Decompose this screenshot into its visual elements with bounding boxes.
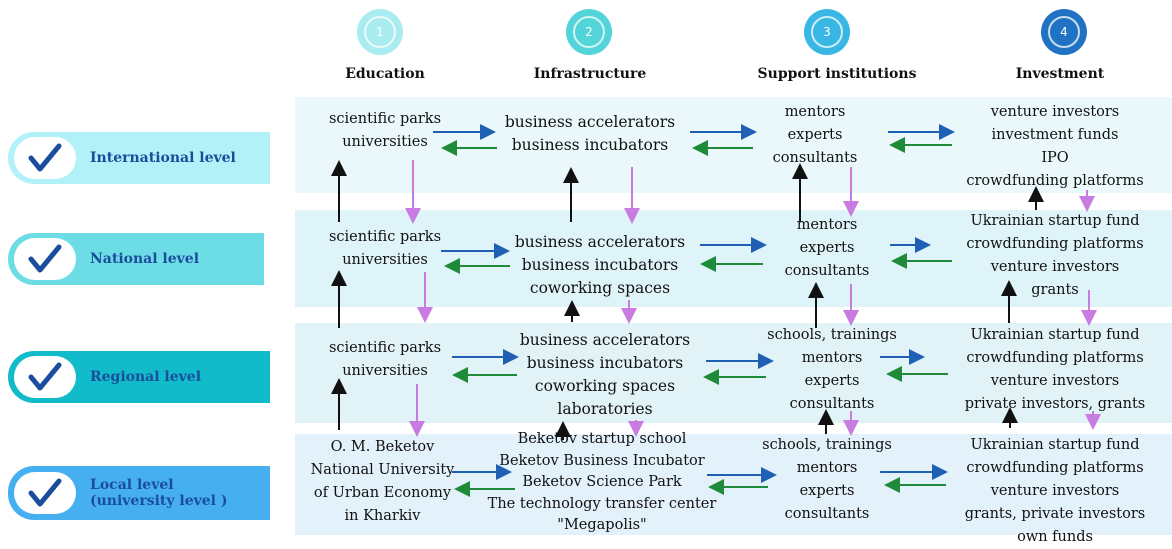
cell-item: scientific parks <box>328 229 442 245</box>
step-3-number: 3 <box>811 16 843 48</box>
step-1-number: 1 <box>364 16 396 48</box>
cell-item: mentors <box>801 350 863 366</box>
level-label: Regional level <box>90 369 202 385</box>
local-investment: Ukrainian startup fund crowdfunding plat… <box>950 434 1160 549</box>
cell-item: experts <box>799 483 855 499</box>
up-arrows <box>331 160 1044 440</box>
intl-investment: venture investors investment funds IPO c… <box>950 101 1160 193</box>
band-national <box>295 210 1172 307</box>
cell-item: venture investors <box>990 104 1120 120</box>
cell-item: The technology transfer center <box>487 495 717 512</box>
cell-item: Ukrainian startup fund <box>970 327 1140 343</box>
header-infrastructure: Infrastructure <box>533 66 647 82</box>
cell-item: scientific parks <box>328 111 442 127</box>
cell-item: venture investors <box>990 483 1120 499</box>
down-arrows <box>405 160 1101 437</box>
cell-item: laboratories <box>557 400 653 418</box>
header-education: Education <box>345 66 425 82</box>
regional-education: scientific parks universities <box>310 337 460 383</box>
cell-item: crowdfunding platforms <box>966 236 1144 252</box>
step-4-number: 4 <box>1048 16 1080 48</box>
step-4-circle: 4 <box>1041 9 1087 55</box>
cell-item: consultants <box>784 506 870 522</box>
check-icon <box>14 238 76 280</box>
cell-item: in Kharkiv <box>344 508 421 524</box>
cell-item: universities <box>342 134 428 150</box>
national-education: scientific parks universities <box>310 226 460 272</box>
cell-item: business accelerators <box>519 331 691 349</box>
cell-item: consultants <box>789 396 875 412</box>
cell-item: IPO <box>1041 150 1069 166</box>
level-regional: Regional level <box>8 351 270 403</box>
step-3-circle: 3 <box>804 9 850 55</box>
cell-item: mentors <box>796 217 858 233</box>
cell-item: venture investors <box>990 373 1120 389</box>
flow-arrows <box>331 124 1101 497</box>
cell-item: crowdfunding platforms <box>966 460 1144 476</box>
level-national: National level <box>8 233 264 285</box>
cell-item: Ukrainian startup fund <box>970 213 1140 229</box>
cell-item: Ukrainian startup fund <box>970 437 1140 453</box>
level-label: International level <box>90 150 236 166</box>
cell-item: mentors <box>796 460 858 476</box>
cell-item: crowdfunding platforms <box>966 173 1144 189</box>
band-local <box>295 434 1172 535</box>
cell-item: universities <box>342 252 428 268</box>
step-2-number: 2 <box>573 16 605 48</box>
cell-item: scientific parks <box>328 340 442 356</box>
local-education: O. M. Beketov National University of Urb… <box>300 436 465 528</box>
cell-item: mentors <box>784 104 846 120</box>
cell-item: National University <box>310 462 455 478</box>
left-arrows <box>441 137 952 497</box>
cell-item: business incubators <box>526 354 684 372</box>
right-arrows <box>433 124 955 483</box>
check-icon <box>14 356 76 398</box>
level-label: Local level (university level ) <box>90 477 228 509</box>
cell-item: crowdfunding platforms <box>966 350 1144 366</box>
regional-infrastructure: business accelerators business incubator… <box>505 329 705 421</box>
cell-item: schools, trainings <box>767 327 897 343</box>
cell-item: coworking spaces <box>534 377 676 395</box>
cell-item: business accelerators <box>504 113 676 131</box>
intl-education: scientific parks universities <box>310 108 460 154</box>
national-support: mentors experts consultants <box>772 214 882 283</box>
cell-item: schools, trainings <box>762 437 892 453</box>
cell-item: coworking spaces <box>529 279 671 297</box>
cell-item: consultants <box>772 150 858 166</box>
check-icon <box>14 472 76 514</box>
cell-item: business accelerators <box>514 233 686 251</box>
cell-item: business incubators <box>521 256 679 274</box>
level-label: National level <box>90 251 200 267</box>
national-investment: Ukrainian startup fund crowdfunding plat… <box>950 210 1160 302</box>
cell-item: experts <box>799 240 855 256</box>
cell-item: universities <box>342 363 428 379</box>
check-icon <box>14 137 76 179</box>
intl-infrastructure: business accelerators business incubator… <box>490 111 690 157</box>
band-regional <box>295 323 1172 423</box>
intl-support: mentors experts consultants <box>760 101 870 170</box>
cell-item: experts <box>804 373 860 389</box>
cell-item: investment funds <box>991 127 1119 143</box>
regional-support: schools, trainings mentors experts consu… <box>762 324 902 416</box>
level-international: International level <box>8 132 270 184</box>
level-local: Local level (university level ) <box>8 466 270 520</box>
cell-item: consultants <box>784 263 870 279</box>
cell-item: O. M. Beketov <box>330 439 435 455</box>
cell-item: venture investors <box>990 259 1120 275</box>
cell-item: "Megapolis" <box>557 517 647 533</box>
cell-item: of Urban Economy <box>313 485 452 501</box>
national-infrastructure: business accelerators business incubator… <box>500 231 700 300</box>
cell-item: grants, private investors <box>964 506 1146 522</box>
header-investment: Investment <box>1015 66 1105 82</box>
cell-item: Beketov Science Park <box>522 474 682 490</box>
cell-item: Beketov Business Incubator <box>499 452 705 469</box>
local-infrastructure: Beketov startup school Beketov Business … <box>482 429 722 537</box>
cell-item: experts <box>787 127 843 143</box>
cell-item: grants <box>1031 282 1079 298</box>
cell-item: business incubators <box>511 136 669 154</box>
header-support: Support institutions <box>757 66 917 82</box>
step-2-circle: 2 <box>566 9 612 55</box>
local-support: schools, trainings mentors experts consu… <box>752 434 902 526</box>
step-1-circle: 1 <box>357 9 403 55</box>
